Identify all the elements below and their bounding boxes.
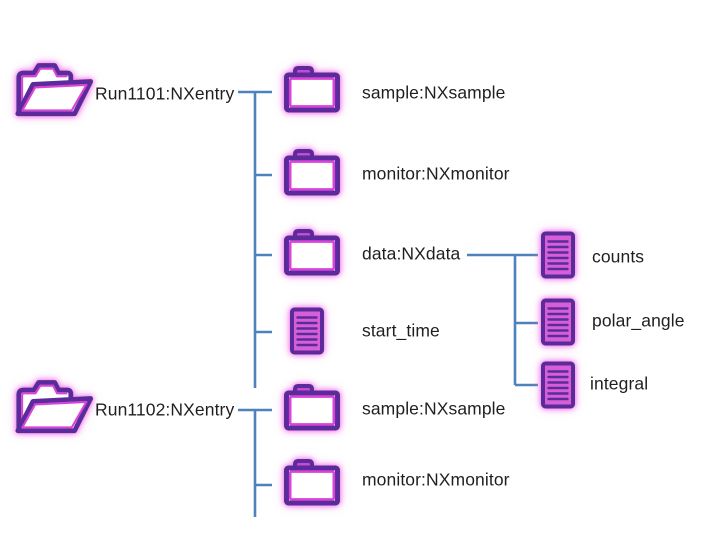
folder-icon — [282, 146, 342, 196]
open-folder-icon — [6, 56, 94, 126]
tree-node-label-counts: counts — [592, 246, 645, 267]
dataset-icon — [290, 307, 324, 355]
tree-node-label-sample2: sample:NXsample — [362, 398, 506, 419]
dataset-icon — [541, 231, 575, 279]
tree-node-label-run1101: Run1101:NXentry — [95, 83, 235, 104]
folder-icon — [282, 381, 342, 431]
tree-node-label-run1102: Run1102:NXentry — [95, 399, 235, 420]
open-folder-icon — [6, 373, 94, 443]
tree-node-label-monitor1: monitor:NXmonitor — [362, 163, 510, 184]
tree-node-label-monitor2: monitor:NXmonitor — [362, 469, 510, 490]
tree-node-label-polar-angle: polar_angle — [592, 310, 685, 331]
folder-icon — [282, 456, 342, 506]
folder-icon — [282, 63, 342, 113]
folder-icon — [282, 226, 342, 276]
dataset-icon — [541, 361, 575, 409]
tree-node-label-start-time: start_time — [362, 320, 440, 341]
tree-node-label-integral: integral — [590, 373, 649, 394]
tree-node-label-sample1: sample:NXsample — [362, 82, 506, 103]
dataset-icon — [541, 298, 575, 346]
tree-node-label-data: data:NXdata — [362, 243, 461, 264]
